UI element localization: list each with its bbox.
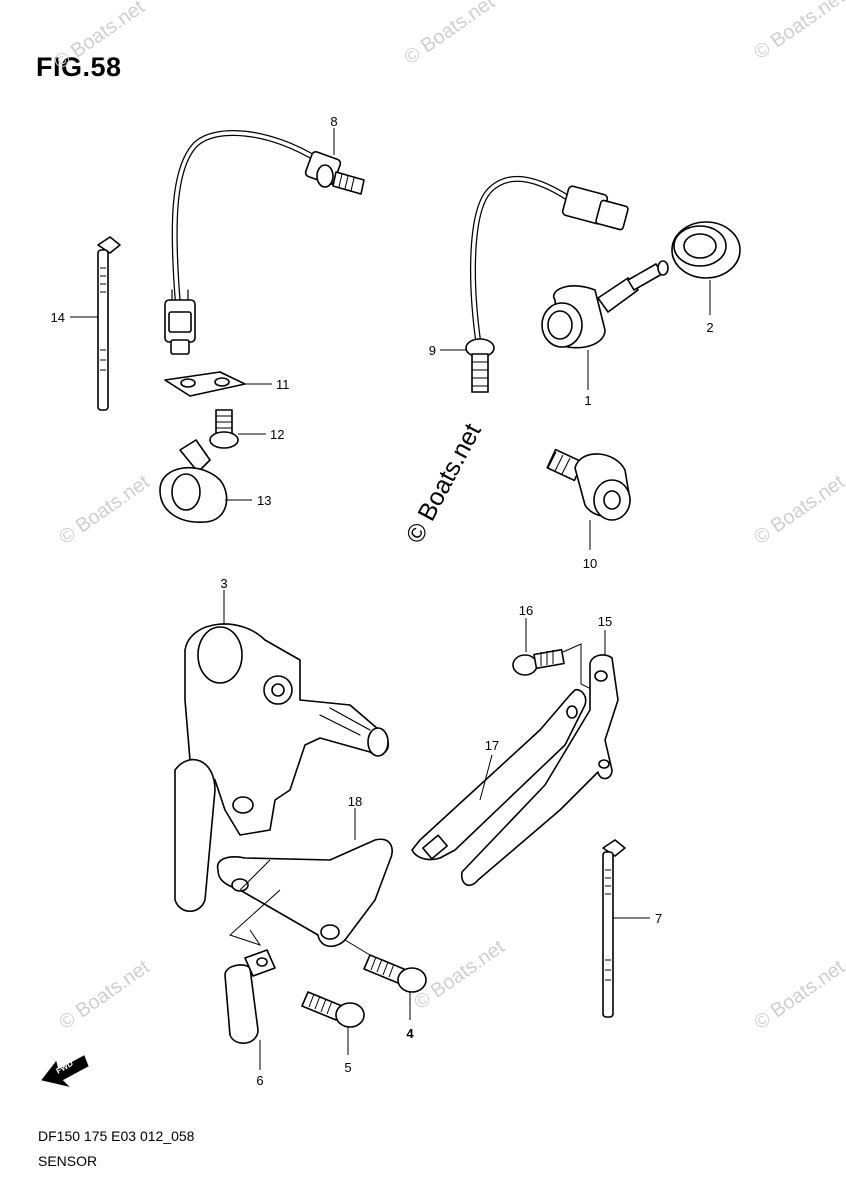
callout-3: 3 — [220, 576, 227, 591]
part-8-sensor-cable — [164, 130, 365, 355]
callout-10: 10 — [583, 556, 597, 571]
leader-line — [479, 754, 493, 801]
footer-name: SENSOR — [38, 1153, 98, 1169]
callout-12: 12 — [270, 427, 284, 442]
fwd-arrow-icon: FWD — [41, 1055, 89, 1087]
callout-4: 4 — [406, 1026, 414, 1041]
part-11-bracket — [164, 371, 246, 397]
callout-2: 2 — [706, 320, 713, 335]
watermark: © Boats.net — [50, 0, 149, 74]
callout-6: 6 — [256, 1073, 263, 1088]
callout-8: 8 — [330, 114, 337, 129]
part-18-plate — [216, 838, 393, 948]
callout-15: 15 — [598, 614, 612, 629]
figure-title: FIG.58 — [36, 52, 122, 82]
callout-11: 11 — [276, 377, 290, 392]
callout-16: 16 — [519, 603, 533, 618]
watermark: © Boats.net — [55, 471, 154, 549]
part-16-bolt — [512, 643, 602, 695]
watermark: © Boats.net — [750, 0, 846, 64]
watermark: © Boats.net — [55, 956, 154, 1034]
part-10-knock-sensor — [546, 448, 631, 521]
part-1-sensor — [541, 260, 669, 349]
part-7-cable-tie — [602, 839, 626, 1018]
part-4-bolt — [344, 939, 427, 993]
callout-5: 5 — [344, 1060, 351, 1075]
part-17-strap — [411, 688, 587, 861]
callout-9: 9 — [429, 343, 436, 358]
watermark: © Boats.net — [750, 471, 846, 549]
part-2-grommet — [671, 221, 741, 279]
callout-14: 14 — [51, 310, 65, 325]
part-12-bolt — [209, 409, 239, 449]
part-5-bolt — [301, 991, 365, 1028]
watermark: © Boats.net — [750, 956, 846, 1034]
watermark: © Boats.net — [400, 0, 499, 69]
main-watermark: © Boats.net — [401, 419, 487, 548]
part-13-clamp — [159, 439, 228, 523]
watermarks: © Boats.net © Boats.net © Boats.net © Bo… — [50, 0, 846, 1034]
callout-7: 7 — [655, 911, 662, 926]
callout-13: 13 — [257, 493, 271, 508]
callout-18: 18 — [348, 794, 362, 809]
callout-1: 1 — [584, 393, 591, 408]
footer-code: DF150 175 E03 012_058 — [38, 1128, 195, 1144]
part-14-cable-tie — [97, 236, 121, 411]
part-15-bracket — [460, 654, 619, 887]
callout-17: 17 — [485, 738, 499, 753]
part-9-sensor-cable — [465, 175, 629, 393]
part-6-clamp — [224, 949, 276, 1044]
part-3-bracket-assembly — [174, 623, 390, 913]
